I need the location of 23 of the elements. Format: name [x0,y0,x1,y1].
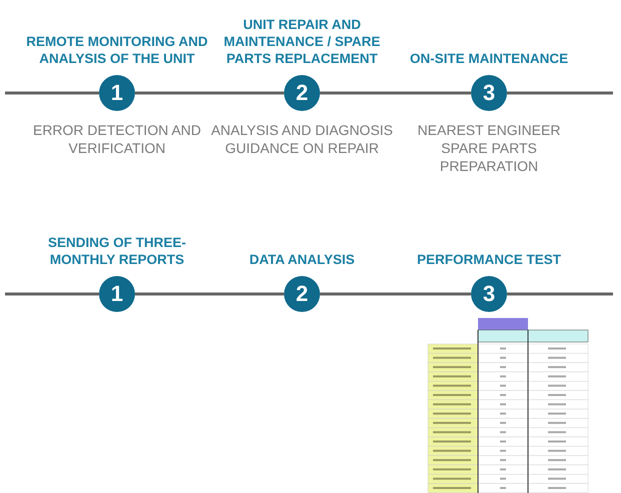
step-number-badge: 1 [99,75,135,111]
step-description: ERROR DETECTION AND VERIFICATION [32,121,202,157]
timeline-line [507,292,613,296]
step-heading: ON-SITE MAINTENANCE [408,50,570,67]
step-number-badge: 3 [471,75,507,111]
timeline-line [5,92,99,94]
step-heading: PERFORMANCE TEST [416,251,562,268]
step-heading: REMOTE MONITORING AND ANALYSIS OF THE UNIT [25,33,209,67]
step-heading: SENDING OF THREE-MONTHLY REPORTS [46,234,187,268]
step-heading: UNIT REPAIR AND MAINTENANCE / SPARE PARTS REPLACEMENT [222,16,382,67]
timeline-line [5,292,99,296]
timeline-line [320,92,471,94]
timeline-line [320,292,471,296]
step-number-badge: 1 [99,276,135,312]
step-number-badge: 3 [471,276,507,312]
step-description: NEAREST ENGINEER SPARE PARTS PREPARATION [416,121,562,175]
step-heading: DATA ANALYSIS [248,251,356,268]
timeline-line [135,92,284,94]
step-description: ANALYSIS AND DIAGNOSIS GUIDANCE ON REPAIR [210,121,394,157]
step-number-badge: 2 [284,75,320,111]
step-number-badge: 2 [284,276,320,312]
timeline-line [507,92,613,94]
timeline-line [135,292,284,296]
